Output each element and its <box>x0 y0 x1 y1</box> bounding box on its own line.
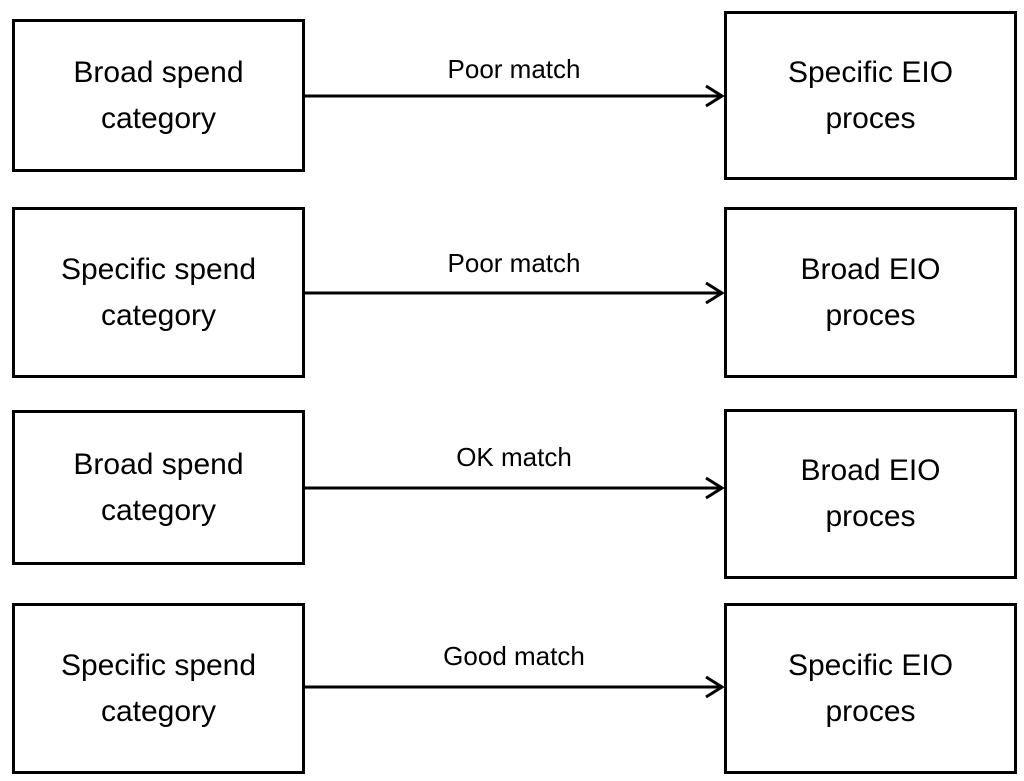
arrow-row-2 <box>305 281 725 305</box>
relation-label-row-3: OK match <box>456 442 572 472</box>
source-label-row-3: Broad spend category <box>73 447 244 527</box>
source-box-row-4: Specific spend category <box>12 603 305 774</box>
source-label-row-1: Broad spend category <box>73 55 244 135</box>
source-label-row-4: Specific spend category <box>60 648 257 728</box>
relation-label-row-2: Poor match <box>447 248 581 278</box>
target-label-row-1: Specific EIO proces <box>787 55 954 135</box>
target-box-row-2: Broad EIO proces <box>724 207 1017 378</box>
source-box-row-1: Broad spend category <box>12 19 305 172</box>
relation-label-row-1: Poor match <box>447 54 581 84</box>
source-box-row-2: Specific spend category <box>12 207 305 378</box>
source-label-row-2: Specific spend category <box>60 252 257 332</box>
arrow-row-3 <box>305 476 725 500</box>
source-box-row-3: Broad spend category <box>12 410 305 565</box>
target-label-row-4: Specific EIO proces <box>787 648 954 728</box>
target-box-row-1: Specific EIO proces <box>724 11 1017 180</box>
target-box-row-3: Broad EIO proces <box>724 409 1017 579</box>
target-label-row-2: Broad EIO proces <box>800 252 941 332</box>
target-box-row-4: Specific EIO proces <box>724 603 1017 774</box>
target-label-row-3: Broad EIO proces <box>800 454 941 533</box>
relation-label-row-4: Good match <box>443 641 585 671</box>
arrow-row-4 <box>305 675 725 699</box>
arrow-row-1 <box>305 84 725 108</box>
